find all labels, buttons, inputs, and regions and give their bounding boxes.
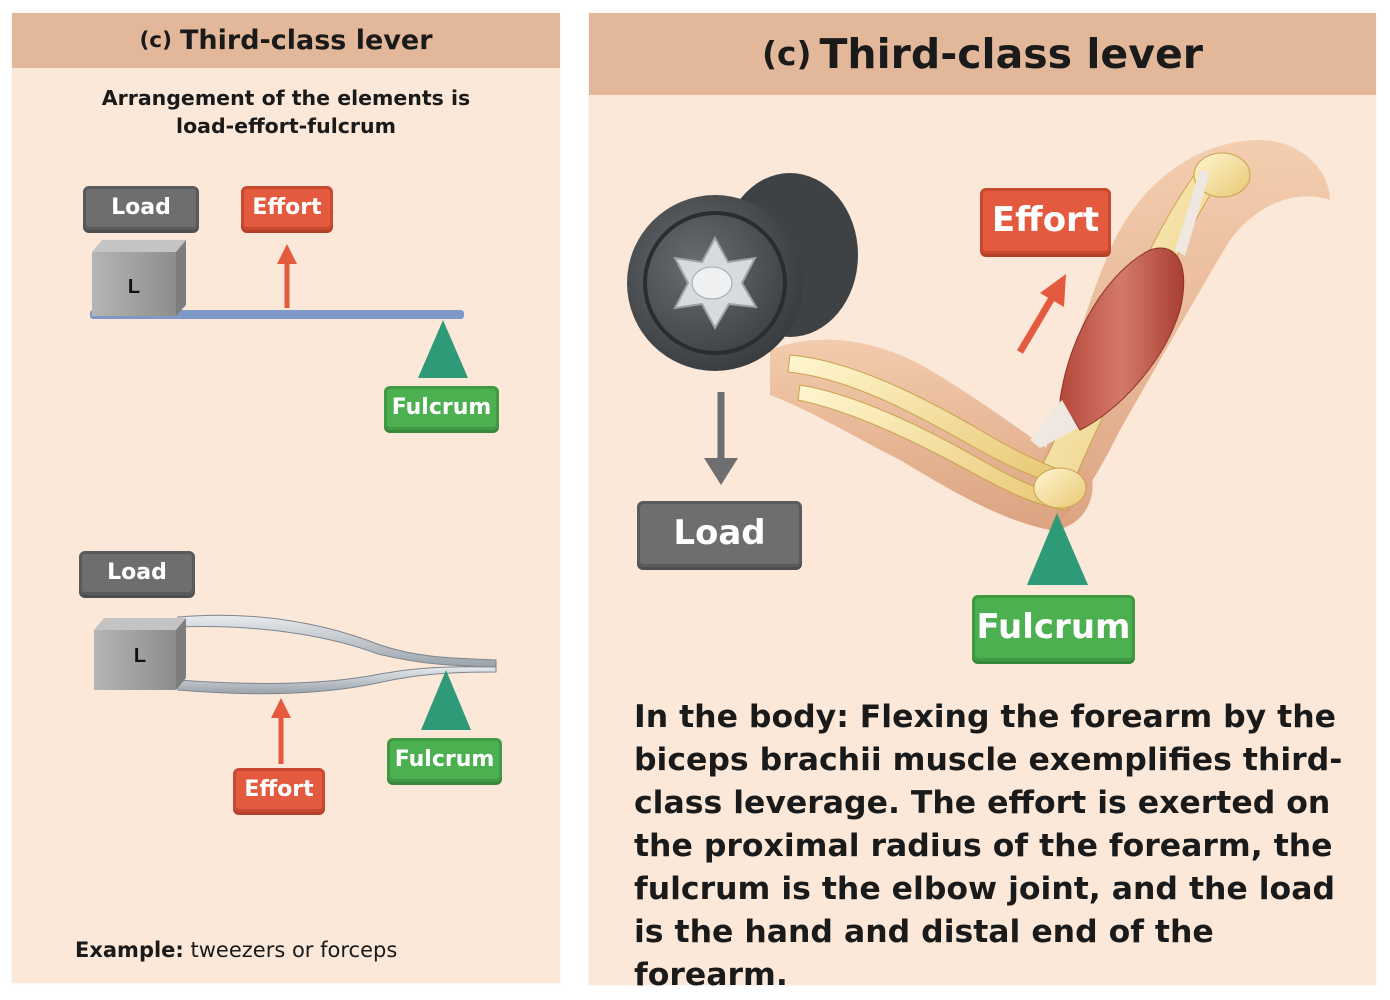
top-fulcrum-triangle xyxy=(418,320,468,378)
arm-fulcrum-label: Fulcrum xyxy=(972,595,1135,661)
arm-load-label: Load xyxy=(637,501,802,567)
shoulder-tendon xyxy=(1175,170,1210,256)
top-effort-arrow xyxy=(277,244,297,308)
top-block-letter: L xyxy=(128,276,140,298)
left-header-title: Third-class lever xyxy=(179,25,433,56)
left-header-prefix: (c) xyxy=(139,28,172,53)
effort-arrow xyxy=(1016,274,1066,354)
elbow-joint xyxy=(1033,467,1087,509)
top-load-label: Load xyxy=(83,186,199,230)
humeral-head xyxy=(1193,152,1251,198)
arm-effort-label: Effort xyxy=(980,188,1111,254)
tweezers-effort-label: Effort xyxy=(233,768,325,812)
tweezers-load-block xyxy=(94,618,186,690)
dumbbell-inner-ring xyxy=(643,211,787,355)
tweezers-diagram: L xyxy=(94,614,497,764)
tweezers-fulcrum-triangle xyxy=(421,670,471,730)
upper-arm-skin xyxy=(1040,140,1330,520)
dumbbell xyxy=(627,173,858,371)
arm-fulcrum-triangle xyxy=(1027,513,1088,585)
biceps-muscle xyxy=(1059,247,1185,431)
tweezers-fulcrum-label: Fulcrum xyxy=(387,738,502,782)
top-load-block xyxy=(92,240,186,316)
left-panel: (c) Third-class lever xyxy=(12,13,560,983)
biceps-tendon xyxy=(1030,400,1078,448)
left-panel-header: (c) Third-class lever xyxy=(12,13,560,68)
right-header-prefix: (c) xyxy=(762,35,812,73)
tweezers-upper-arm xyxy=(177,614,497,668)
tweezers-load-label: Load xyxy=(79,551,195,595)
tweezers-block-letter: L xyxy=(134,645,146,667)
arrangement-line-1: Arrangement of the elements is xyxy=(101,86,471,110)
top-lever-bar xyxy=(90,310,464,319)
example-text: tweezers or forceps xyxy=(190,938,398,962)
arrangement-line-2: load-effort-fulcrum xyxy=(176,114,396,138)
example-lead: Example: xyxy=(75,938,184,962)
tweezers-lower-arm xyxy=(177,666,497,695)
top-lever-diagram: L xyxy=(90,240,468,378)
top-effort-label: Effort xyxy=(241,186,333,230)
arrangement-caption: Arrangement of the elements is load-effo… xyxy=(12,84,560,140)
body-description: In the body: Flexing the forearm by the … xyxy=(634,696,1364,997)
load-arrow xyxy=(704,392,738,485)
arm-illustration xyxy=(770,140,1330,530)
example-caption: Example: tweezers or forceps xyxy=(75,938,397,962)
top-fulcrum-label: Fulcrum xyxy=(384,386,499,430)
dumbbell-bar-end xyxy=(691,266,733,300)
right-panel-header: (c) Third-class lever xyxy=(589,13,1376,95)
body-text: Flexing the forearm by the biceps brachi… xyxy=(634,699,1343,993)
ulna-bone xyxy=(797,384,1071,511)
tweezers-effort-arrow xyxy=(271,698,291,764)
body-lead: In the body: xyxy=(634,699,849,735)
right-header-title: Third-class lever xyxy=(819,30,1203,78)
